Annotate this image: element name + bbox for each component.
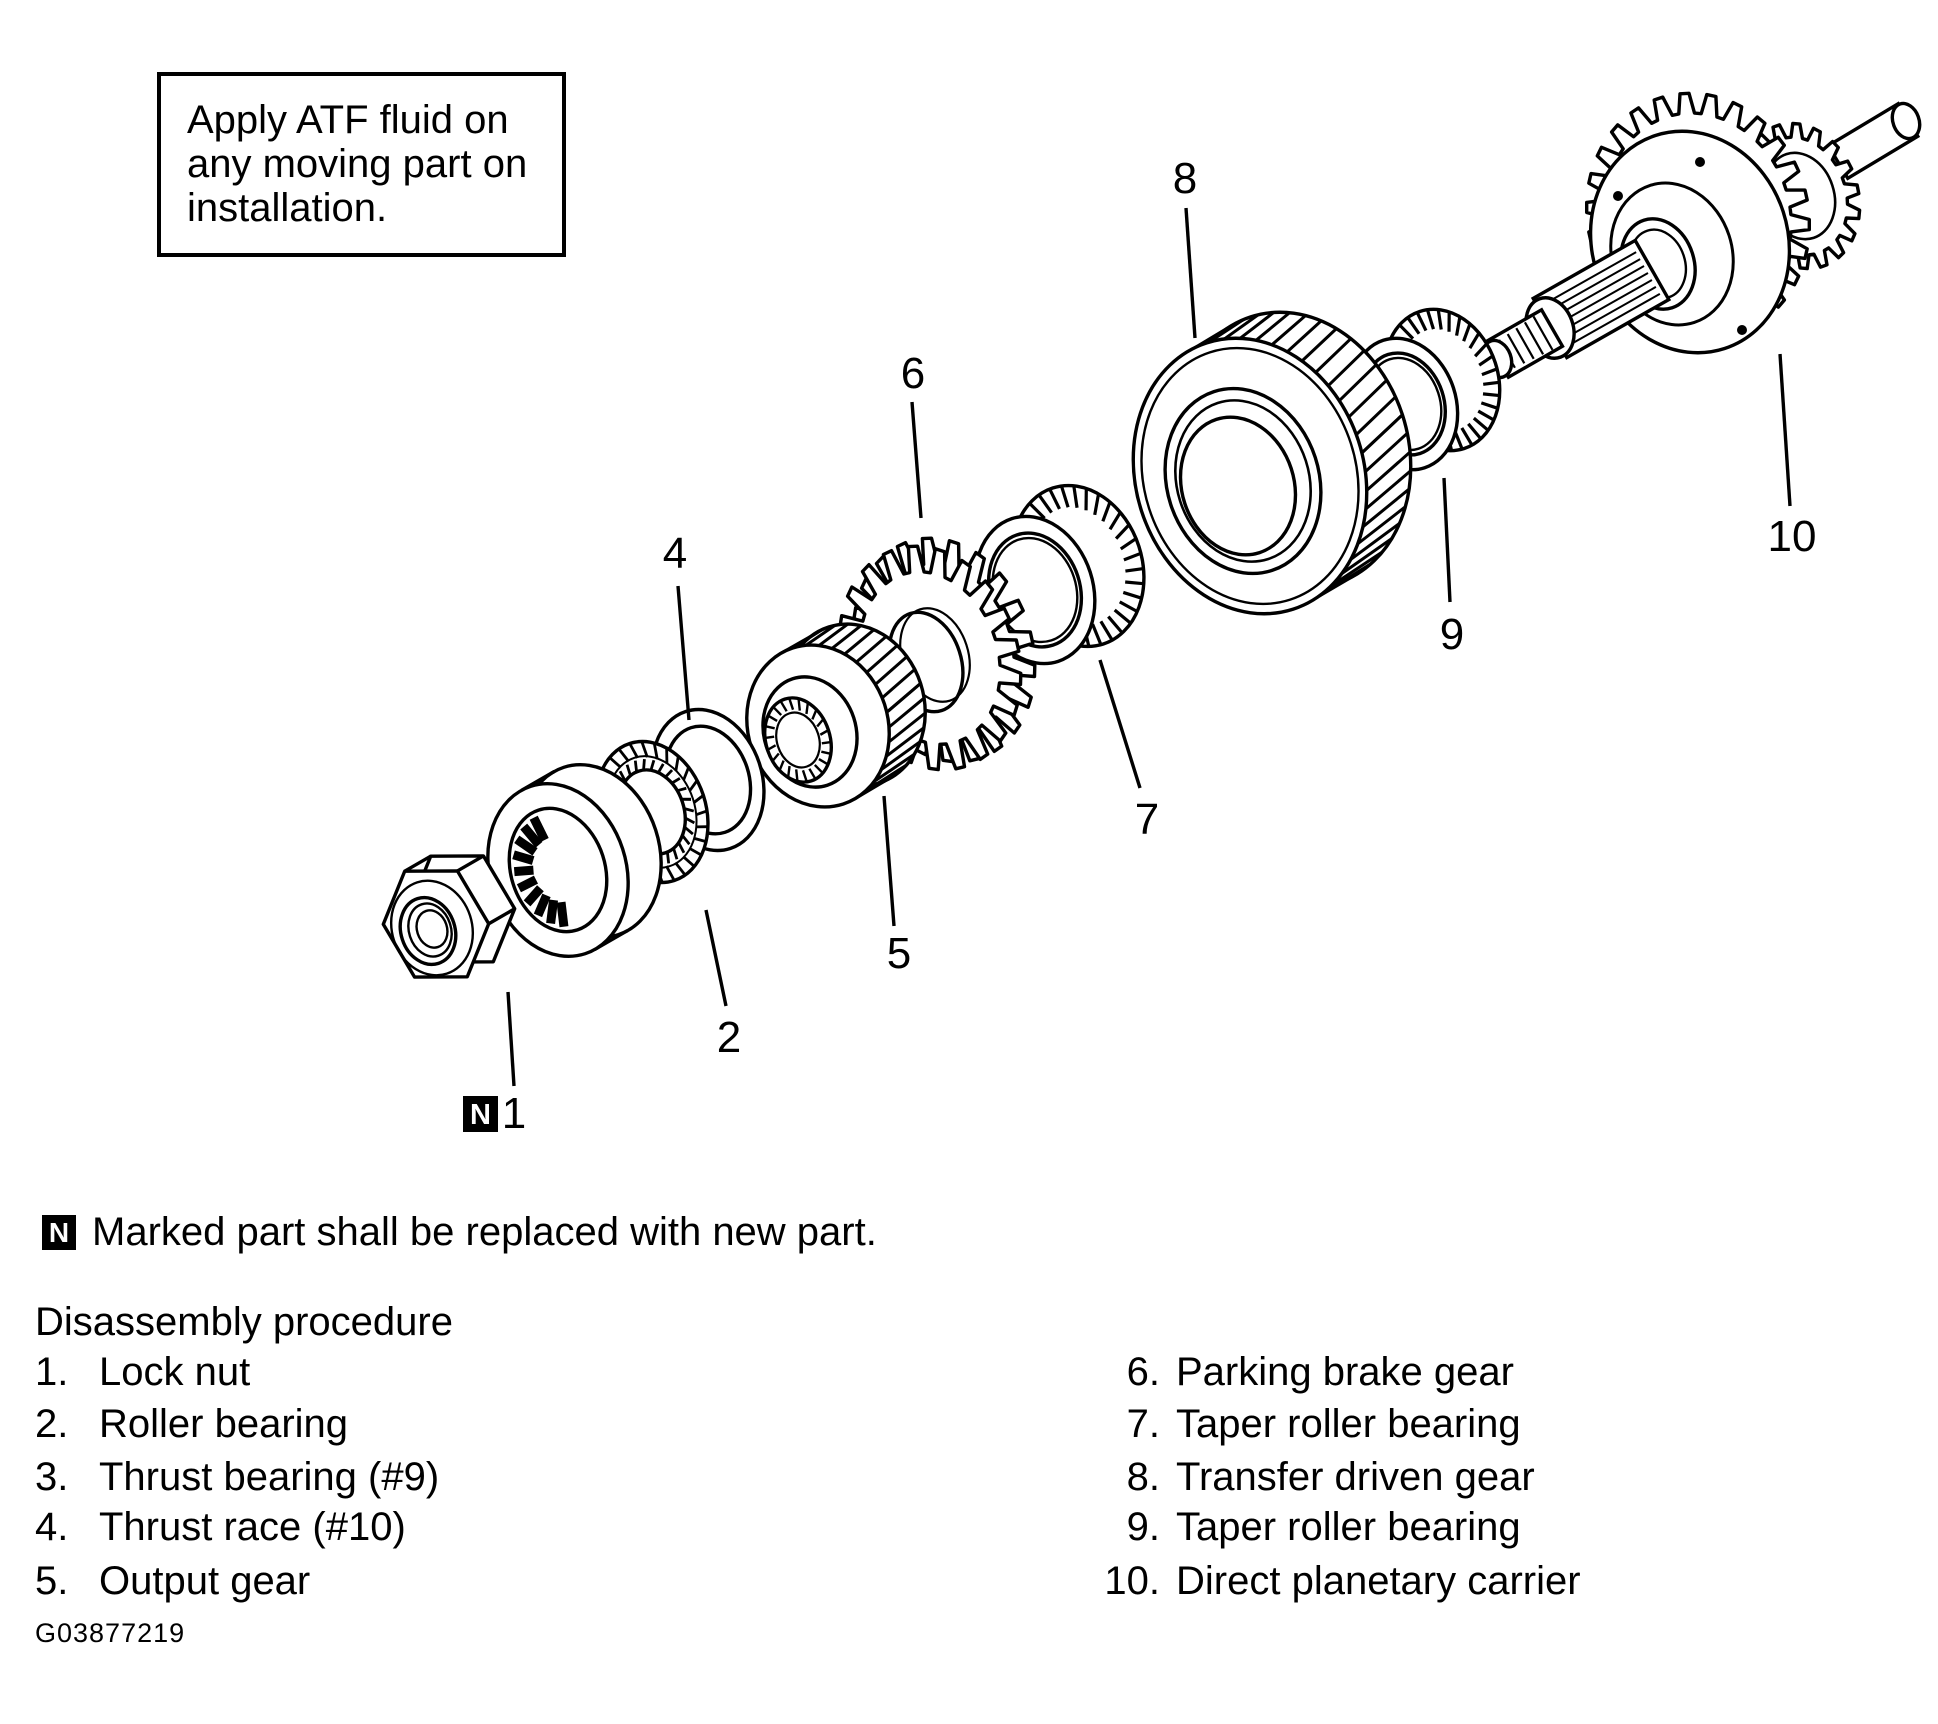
item-number: 9.	[1126, 1505, 1160, 1549]
item-number: 10.	[1104, 1559, 1160, 1603]
callout-label-1: 1	[502, 1089, 526, 1138]
part-8-transfer-driven-gear	[1131, 310, 1413, 616]
new-part-marker-badge: N	[42, 1215, 76, 1250]
figure-id: G03877219	[35, 1618, 186, 1648]
item-label: Thrust bearing (#9)	[99, 1455, 440, 1499]
item-label: Roller bearing	[99, 1402, 349, 1446]
procedure-item-3: 3. Thrust bearing (#9)	[35, 1454, 439, 1500]
part-10-direct-planetary-carrier	[1480, 91, 1922, 380]
item-number: 2.	[35, 1402, 69, 1446]
procedure-item-2: 2. Roller bearing	[35, 1401, 348, 1447]
part-2-roller-bearing	[486, 763, 663, 958]
callout-label-9: 9	[1440, 610, 1464, 659]
procedure-item-9: 9. Taper roller bearing	[1020, 1504, 1521, 1550]
part-7-taper-roller-bearing	[973, 483, 1146, 666]
note-line: Apply ATF fluid on	[187, 98, 509, 142]
item-label: Transfer driven gear	[1176, 1455, 1535, 1499]
callout-label-10: 10	[1768, 512, 1817, 561]
procedure-item-1: 1. Lock nut	[35, 1349, 250, 1395]
procedure-item-8: 8. Transfer driven gear	[1020, 1454, 1535, 1500]
callout-label-4: 4	[663, 529, 687, 578]
item-number: 3.	[35, 1455, 69, 1499]
procedure-item-4: 4. Thrust race (#10)	[35, 1504, 406, 1550]
note-line: any moving part on	[187, 142, 528, 186]
callout-label-2: 2	[717, 1013, 741, 1062]
item-number: 5.	[35, 1559, 69, 1603]
callout-label-7: 7	[1135, 795, 1159, 844]
item-label: Lock nut	[99, 1350, 251, 1394]
callout-label-8: 8	[1173, 154, 1197, 203]
part-5-output-gear	[745, 622, 927, 809]
item-label: Direct planetary carrier	[1176, 1559, 1581, 1603]
item-number: 4.	[35, 1505, 69, 1549]
new-part-legend-text: Marked part shall be replaced with new p…	[92, 1210, 877, 1254]
item-number: 7.	[1126, 1402, 1160, 1446]
note-line: installation.	[187, 186, 388, 230]
item-label: Thrust race (#10)	[99, 1505, 406, 1549]
item-label: Taper roller bearing	[1176, 1402, 1521, 1446]
new-part-marker	[463, 1096, 498, 1132]
procedure-item-6: 6. Parking brake gear	[1020, 1349, 1514, 1395]
callout-label-5: 5	[887, 929, 911, 978]
item-label: Taper roller bearing	[1176, 1505, 1521, 1549]
new-part-marker-letter: N	[470, 1099, 491, 1131]
item-number: 1.	[35, 1350, 69, 1394]
item-number: 8.	[1126, 1455, 1160, 1499]
callout-leader-lines	[506, 207, 1792, 1087]
item-number: 6.	[1126, 1350, 1160, 1394]
exploded-view-diagram: N 1 2 4 5 6 7 8 9 10	[381, 91, 1922, 1138]
new-part-legend: N Marked part shall be replaced with new…	[42, 1210, 877, 1255]
note-box: Apply ATF fluid on any moving part on in…	[157, 72, 566, 257]
item-label: Parking brake gear	[1176, 1350, 1514, 1394]
procedure-title: Disassembly procedure	[35, 1300, 453, 1344]
callout-label-6: 6	[901, 349, 925, 398]
procedure-item-5: 5. Output gear	[35, 1558, 310, 1604]
procedure-item-10: 10. Direct planetary carrier	[1020, 1558, 1581, 1604]
procedure-item-7: 7. Taper roller bearing	[1020, 1401, 1521, 1447]
part-1-lock-nut	[381, 854, 517, 979]
item-label: Output gear	[99, 1559, 311, 1603]
